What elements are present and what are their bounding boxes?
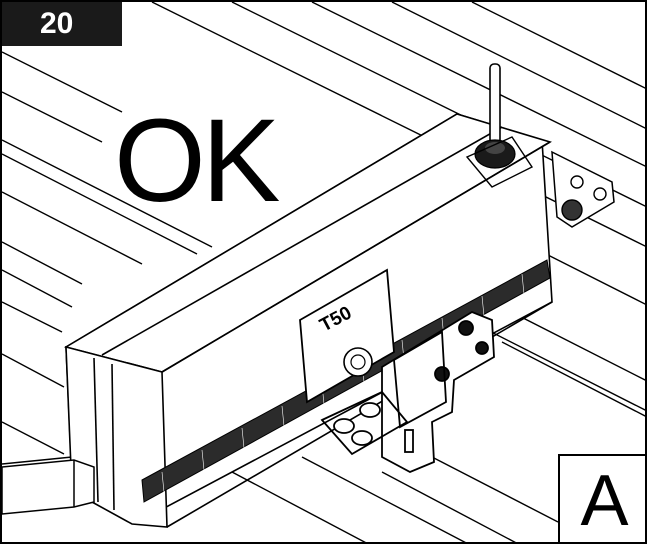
mounting-bracket [320,310,495,473]
wall-hinge [551,150,615,228]
step-number-badge: 20 [2,2,122,46]
brand-plate: T50 [299,268,395,404]
detail-label: A [580,461,629,541]
support-rail [2,459,95,515]
detail-label-box: A [558,454,645,542]
ok-status-label: OK [114,95,280,227]
antenna [465,63,534,188]
vent-strip [141,259,551,503]
